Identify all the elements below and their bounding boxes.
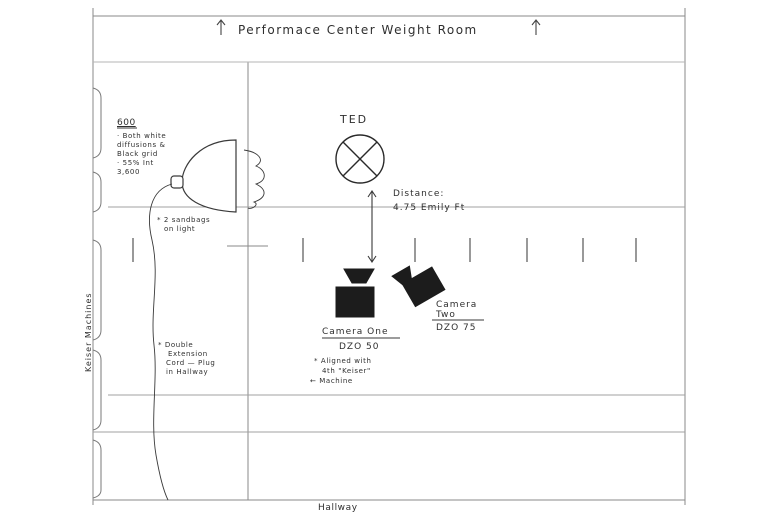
light-cord	[149, 183, 173, 501]
distance-label: Distance:	[393, 189, 445, 199]
camera-two-icon	[391, 265, 446, 308]
cord-note-1: * Double	[158, 341, 194, 349]
camera-one-note-2: 4th "Keiser"	[322, 367, 371, 375]
distance-value: 4.75 Emily Ft	[393, 203, 466, 213]
sandbag-note-2: on light	[164, 225, 196, 233]
subject-marker	[335, 134, 385, 184]
subject-label: TED	[340, 113, 369, 126]
light-mount	[170, 175, 184, 189]
camera-two-label: Camera	[436, 300, 478, 310]
side-label: Keiser Machines	[84, 292, 93, 372]
cord-note-3: Cord — Plug	[166, 359, 216, 367]
light-note-3: Black grid	[117, 150, 158, 158]
cord-note-4: in Hallway	[166, 368, 209, 376]
camera-one-note-3: ← Machine	[310, 377, 353, 385]
light-note-2: diffusions &	[117, 141, 166, 149]
light-note-4: · 55% Int	[117, 159, 154, 167]
light-fixture	[149, 139, 265, 501]
camera-one-label: Camera One	[322, 327, 389, 337]
sandbag-note-1: * 2 sandbags	[157, 216, 211, 224]
light-dish	[181, 139, 237, 213]
page-title: Performace Center Weight Room	[238, 23, 478, 37]
camera-one-icon	[335, 268, 375, 318]
floor-tick-marks	[132, 238, 637, 262]
camera-two-lens: DZO 75	[436, 323, 477, 333]
keiser-machines-outline	[92, 87, 102, 499]
light-note-5: 3,600	[117, 168, 141, 176]
cord-note-2: Extension	[168, 350, 208, 358]
bottom-label: Hallway	[318, 503, 358, 513]
light-label: 600	[117, 118, 136, 128]
light-note-1: · Both white	[117, 132, 167, 140]
distance-arrow	[367, 190, 377, 263]
camera-one-note-1: * Aligned with	[314, 357, 372, 365]
title-arrows	[216, 19, 541, 35]
camera-one-lens: DZO 50	[339, 342, 380, 352]
camera-two-label-2: Two	[436, 310, 456, 320]
light-grid-wiggle	[243, 149, 265, 209]
